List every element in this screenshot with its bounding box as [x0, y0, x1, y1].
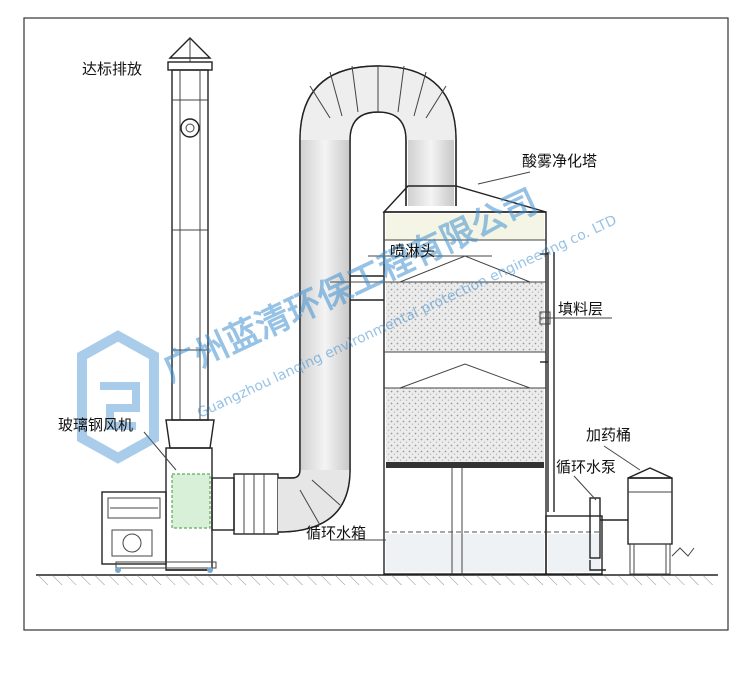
label-dosing-barrel: 加药桶 — [586, 426, 631, 444]
outer-frame — [23, 17, 729, 631]
watermark-logo — [77, 330, 159, 464]
leader-lines — [143, 171, 641, 541]
exhaust-stack — [165, 37, 215, 571]
label-circulation-pump: 循环水泵 — [556, 458, 616, 476]
circulation-system — [539, 252, 628, 575]
fan-assembly — [101, 473, 217, 573]
main-duct — [277, 65, 457, 533]
label-tower: 酸雾净化塔 — [522, 152, 597, 170]
label-spray-head: 喷淋头 — [390, 242, 435, 260]
label-discharge: 达标排放 — [82, 60, 142, 78]
label-fan: 玻璃钢风机 — [58, 416, 133, 434]
label-packing-layer: 填料层 — [558, 300, 603, 318]
tower-inlet-duct — [330, 275, 384, 301]
scrubber-tower — [382, 185, 547, 575]
dosing-barrel — [627, 467, 695, 575]
label-circulation-tank: 循环水箱 — [306, 524, 366, 542]
ground — [36, 574, 718, 585]
